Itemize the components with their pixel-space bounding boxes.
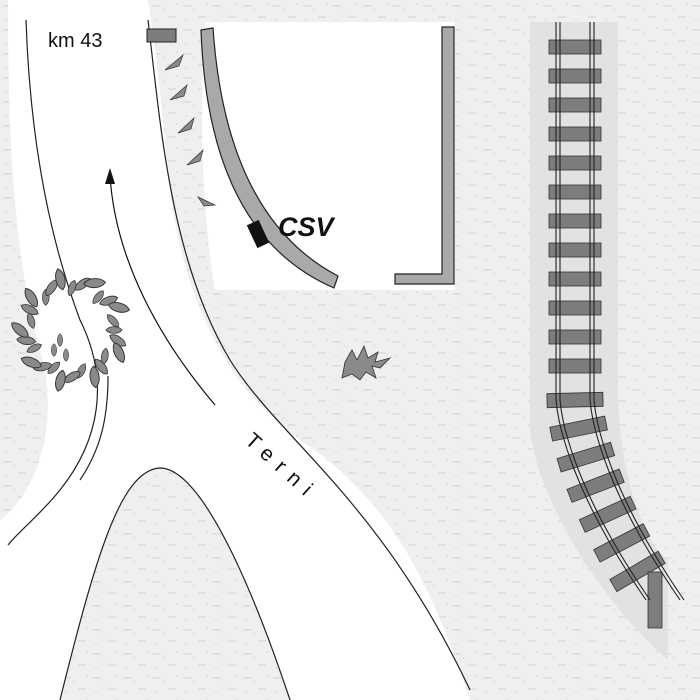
road-edge-right [147, 19, 471, 691]
embankment-ticks [164, 53, 217, 207]
tree-leaf [53, 368, 68, 393]
rail-sleeper [593, 523, 651, 563]
rail-sleeper [548, 39, 602, 55]
rail-sleeper [578, 495, 637, 533]
tree-leaf [105, 326, 123, 334]
barrier-l-shape [394, 26, 455, 285]
rail-sleeper [548, 271, 602, 287]
arrow-up-icon [105, 168, 216, 406]
tree-leaf [57, 333, 63, 347]
rail-sleeper [647, 571, 663, 629]
rail-sleeper [548, 97, 602, 113]
rail-sleeper [548, 329, 602, 345]
csv-box [246, 219, 270, 249]
csv-label: CSV [278, 212, 336, 242]
rail-sleeper [566, 468, 625, 503]
tree-leaf [63, 348, 69, 362]
rail-sleeper [548, 213, 602, 229]
ground-island [60, 468, 290, 700]
barrier-curved [200, 27, 339, 289]
road-network [7, 19, 471, 700]
plaza-area [202, 22, 455, 290]
rail-sleeper [548, 358, 602, 374]
rail-sleeper [548, 68, 602, 84]
rail-line [593, 22, 685, 601]
rail-sleeper [548, 242, 602, 258]
rail-sleeper [556, 441, 616, 473]
rail-sleeper [548, 184, 602, 200]
road-edge-left-inner [79, 375, 109, 481]
rail-line [559, 22, 651, 601]
rail-lines [555, 22, 685, 601]
rail-sleeper [548, 300, 602, 316]
km-marker-label: km 43 [48, 30, 102, 52]
km-sign-icon [146, 28, 177, 43]
rail-line [589, 22, 681, 601]
shrub-icon [341, 344, 392, 381]
rail-line [555, 22, 647, 601]
rail-sleepers [546, 39, 666, 629]
road-edge-left-outer [7, 19, 98, 546]
rail-sleeper [548, 155, 602, 171]
road-edge-island [59, 467, 291, 700]
ground-left-strip [0, 0, 48, 520]
rail-sleeper [548, 126, 602, 142]
tree-leaf [51, 343, 57, 357]
railway-track-icon [530, 22, 685, 660]
rail-sleeper [609, 550, 666, 593]
